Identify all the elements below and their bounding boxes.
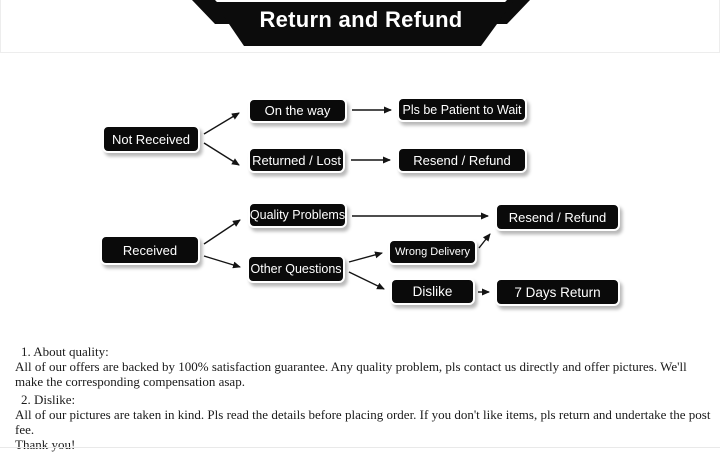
flow-node-pls-be-patient: Pls be Patient to Wait [397,97,527,122]
header-strip: Return and Refund [0,0,720,53]
flow-node-on-the-way: On the way [248,98,347,123]
flow-node-not-received: Not Received [102,125,200,153]
flow-node-received: Received [100,235,200,265]
flow-node-resend-refund-1: Resend / Refund [397,147,527,173]
note-1-body: All of our offers are backed by 100% sat… [15,359,687,389]
note-closing: Thank you! [15,437,76,452]
banner-ribbon [192,0,530,46]
notes-section: 1. About quality: All of our offers are … [15,344,712,452]
note-2-body: All of our pictures are taken in kind. P… [15,407,711,437]
flow-node-resend-refund-2: Resend / Refund [495,203,620,231]
banner-body [214,2,513,46]
bottom-divider [0,447,720,448]
flow-node-other-questions: Other Questions [247,255,345,283]
note-2-heading: 2. Dislike: [21,392,76,407]
flow-node-wrong-delivery: Wrong Delivery [388,239,477,265]
flow-node-quality-problems: Quality Problems [248,202,347,228]
note-1-heading: 1. About quality: [21,344,109,359]
flow-node-dislike: Dislike [390,278,475,305]
page-title: Return and Refund [259,7,463,32]
flow-node-7-days-return: 7 Days Return [495,278,620,306]
flow-node-returned-lost: Returned / Lost [248,147,345,173]
